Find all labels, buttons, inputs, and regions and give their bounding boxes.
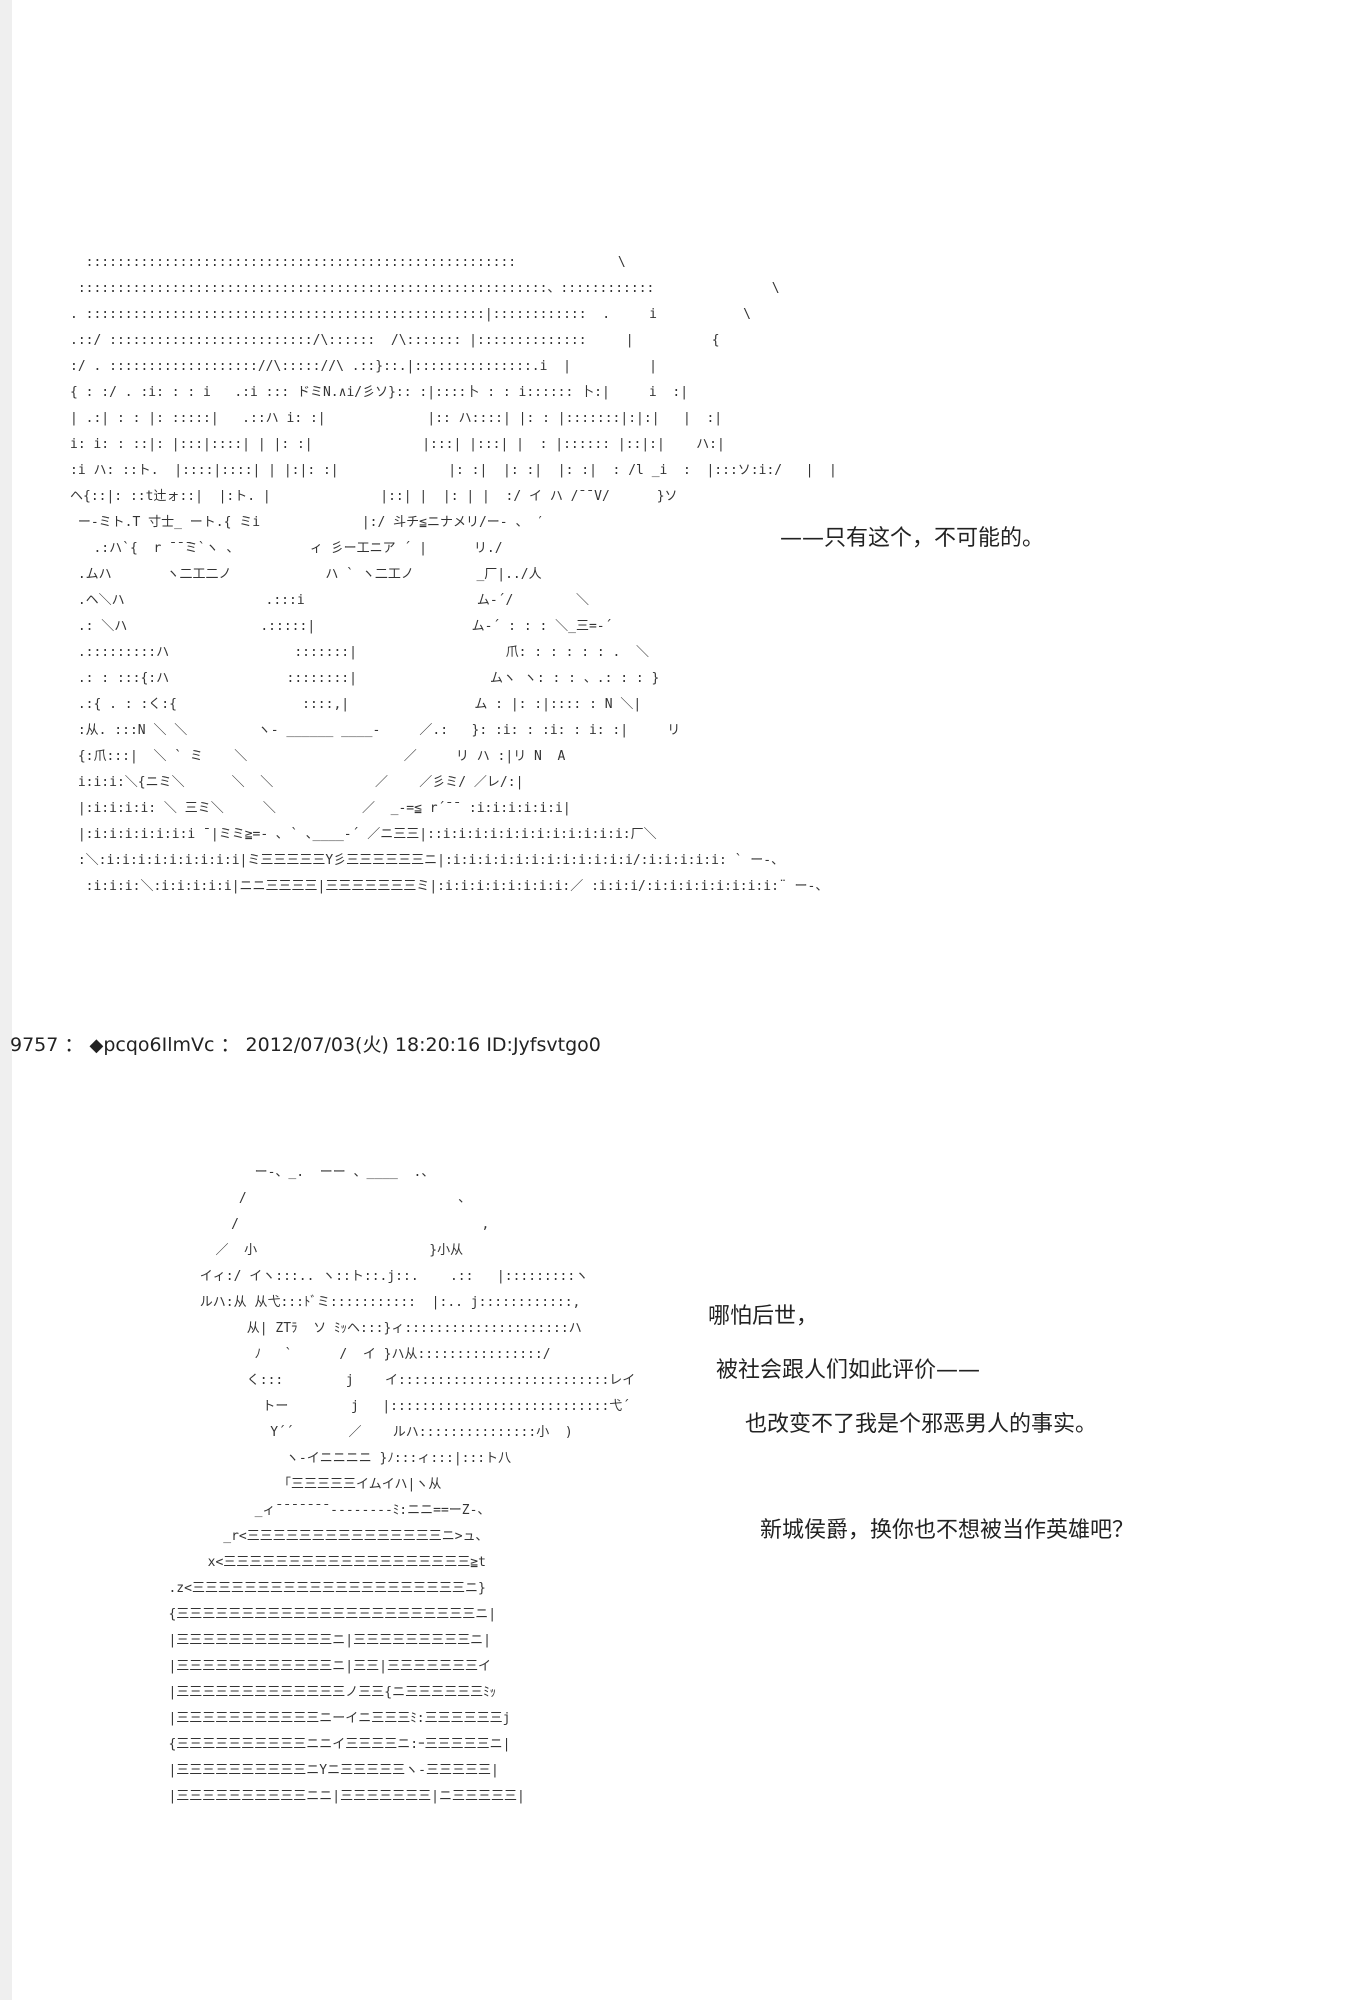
face-art-line: |:i:i:i:i:i:i:i ¯|ミミ≧=- ､ ` ､____-´ ／ニ三三… — [70, 827, 657, 842]
face-art-line: | .:| : : |: :::::| .::ハ i: :| |:: ハ::::… — [70, 411, 723, 426]
bust-art-line: .z<三三三三三三三三三三三三三三三三三三三三三ニ} — [145, 1581, 486, 1596]
bust-art-line: x<三三三三三三三三三三三三三三三三三三三≧t — [145, 1555, 486, 1570]
face-art-line: :i ハ: ::ト. |::::|::::| | |:|: :| |: :| |… — [70, 463, 837, 478]
face-art-line: .:{ . : :く:{ ::::,| ム : |: :|:::: : N ＼| — [70, 697, 642, 712]
face-art-line: .: ＼ハ .:::::| ム-´ : : : ＼_三=-´ — [70, 619, 613, 634]
bust-art-line: ルハ:从 从弋:::ﾄﾞミ::::::::::: |:.. j:::::::::… — [145, 1295, 581, 1310]
bust-art-line: ー-、_. ーー 、____ .、 — [145, 1165, 435, 1180]
face-art-line: { : :/ . :i: : : i .:i ::: ドミN.∧i/彡ソ}:: … — [70, 385, 689, 400]
bust-art-line: ／ 小 }小从 — [145, 1243, 464, 1258]
bust-art-line: ﾉ ` / イ }ハ从::::::::::::::::/ — [145, 1347, 551, 1362]
bust-art-line: / 、 — [145, 1191, 472, 1206]
bust-art-line: |三三三三三三三三三三三三三ノ三三{ニ三三三三三三ﾐｯ — [145, 1685, 497, 1700]
bust-art-line: / , — [145, 1217, 490, 1232]
bust-art-line: {三三三三三三三三三三三三三三三三三三三三三三三ニ| — [145, 1607, 497, 1622]
face-art-line: i: i: : ::|: |:::|::::| | |: :| |:::| |:… — [70, 437, 725, 452]
bust-art-line: トー j |::::::::::::::::::::::::::::弋´ — [145, 1399, 631, 1414]
face-art-line: .ヘ＼ハ .:::i ム-´/ ＼ — [70, 593, 589, 608]
face-art-line: :i:i:i:＼:i:i:i:i:i|ニニ三三三三|三三三三三三三ミ|:i:i:… — [70, 879, 829, 894]
post-datetime: 2012/07/03(火) 18:20:16 — [245, 1034, 481, 1056]
bust-art-line: |三三三三三三三三三三三三ニ|三三|三三三三三三三イ — [145, 1659, 491, 1674]
face-art-line: ヘ{::|: ::t辻ォ::| |:ト. | |::| | |: | | :/ … — [70, 489, 678, 504]
face-art-line: i:i:i:＼{ニミ＼ ＼ ＼ ／ ／彡ミ/ ／レ/:| — [70, 775, 524, 790]
bust-art-line: 从| ZTﾗ ソ ﾐｯヘ:::}ィ:::::::::::::::::::::ハ — [145, 1321, 582, 1336]
dialog-line-1: 哪怕后世， — [708, 1304, 819, 1329]
face-art-line: .:::::::::ハ :::::::| 爪: : : : : : . ＼ — [70, 645, 650, 660]
bust-art-line: |三三三三三三三三三三三ニーイニ三三三ﾐ:三三三三三三j — [145, 1711, 511, 1726]
bust-art-line: ヽ-イニニニニ }ﾉ:::ィ:::|:::ト八 — [145, 1451, 512, 1466]
post-number: 9757 — [10, 1034, 59, 1056]
face-art-line: .::/ ::::::::::::::::::::::::::/\:::::: … — [70, 333, 720, 348]
page-left-margin — [0, 0, 12, 2000]
dialog-line-4: 新城侯爵，换你也不想被当作英雄吧？ — [760, 1518, 1135, 1543]
face-art-line: .: : :::{:ハ ::::::::| ムヽ ヽ: : : 、.: : : … — [70, 671, 660, 686]
bust-art-line: Y´´ ／ ルハ:::::::::::::::小 ) — [145, 1425, 573, 1440]
face-art-line: |:i:i:i:i: ＼ 三ミ＼ ＼ ／ _-=≦ r´¯¯ :i:i:i:i:… — [70, 801, 571, 816]
ascii-art-character-face: ::::::::::::::::::::::::::::::::::::::::… — [70, 250, 837, 900]
bust-art-line: _ィ¯¯¯¯¯¯¯-------‐ﾐ:ニニ==ーZ-、 — [145, 1503, 491, 1518]
face-art-line: ー-ミト.T 寸士_ ート.{ ミi |:/ 斗チ≦ニナメリ/ー- 、 ′ — [70, 515, 545, 530]
face-art-line: . ::::::::::::::::::::::::::::::::::::::… — [70, 307, 751, 322]
face-art-line: :/ . ::::::::::::::::::://\::::://\ .::}… — [70, 359, 657, 374]
face-art-line: :＼:i:i:i:i:i:i:i:i:i|ミ三三三三三Y彡三三三三三三ニ|:i:… — [70, 853, 785, 868]
post-header: 9757 ： ◆pcqo6IlmVc ： 2012/07/03(火) 18:20… — [10, 1030, 601, 1057]
trip-diamond-icon: ◆ — [89, 1035, 104, 1056]
face-art-line: :从. :::N ＼ ＼ ヽ- ______ ____- ／.: }: :i: … — [70, 723, 681, 738]
face-art-line: ::::::::::::::::::::::::::::::::::::::::… — [70, 281, 780, 296]
post-separator-2: ： — [220, 1034, 240, 1056]
face-art-line: {:爪:::| ＼ ` ミ ＼ ／ リ ハ :|リ N A — [70, 749, 566, 764]
face-art-line: .:ハ`{ r ̄ ̄ ̄ミ`ヽ 、 ィ 彡ー工ニア ´ | リ./ — [70, 541, 503, 556]
bust-art-line: |三三三三三三三三三三三三ニ|三三三三三三三三三ニ| — [145, 1633, 491, 1648]
post-tripcode: pcqo6IlmVc — [103, 1034, 215, 1056]
bust-art-line: 「三三三三三イムイハ|ヽ从 — [145, 1477, 442, 1492]
ascii-art-character-bust: ー-、_. ーー 、____ .、 / 、 / , ／ 小 }小从 イィ:/ イ… — [145, 1160, 635, 1810]
bust-art-line: |三三三三三三三三三三ニYニ三三三三三ヽ-三三三三三| — [145, 1763, 499, 1778]
bust-art-line: _r<三三三三三三三三三三三三三三三ニ>ュ、 — [145, 1529, 489, 1544]
bust-art-line: く::: j イ:::::::::::::::::::::::::::レイ — [145, 1373, 636, 1388]
bust-art-line: イィ:/ イヽ:::.. ヽ::ト::.j::. .:: |:::::::::ヽ — [145, 1269, 589, 1284]
dialog-line-top: ——只有这个，不可能的。 — [780, 526, 1045, 551]
bust-art-line: |三三三三三三三三三三ニニ|三三三三三三三|ニ三三三三三| — [145, 1789, 525, 1804]
post-separator: ： — [64, 1034, 84, 1056]
dialog-line-2: 被社会跟人们如此评价—— — [716, 1358, 981, 1383]
face-art-line: .ムハ ヽ二工二ノ ハ ` ヽ二工ノ _厂|../人 — [70, 567, 542, 582]
dialog-line-3: 也改变不了我是个邪恶男人的事实。 — [745, 1412, 1098, 1437]
bust-art-line: {三三三三三三三三三三ニニイ三三三三ニ:ｰ三三三三三ニ| — [145, 1737, 511, 1752]
face-art-line: ::::::::::::::::::::::::::::::::::::::::… — [70, 255, 626, 270]
post-id: ID:Jyfsvtgo0 — [486, 1034, 601, 1056]
